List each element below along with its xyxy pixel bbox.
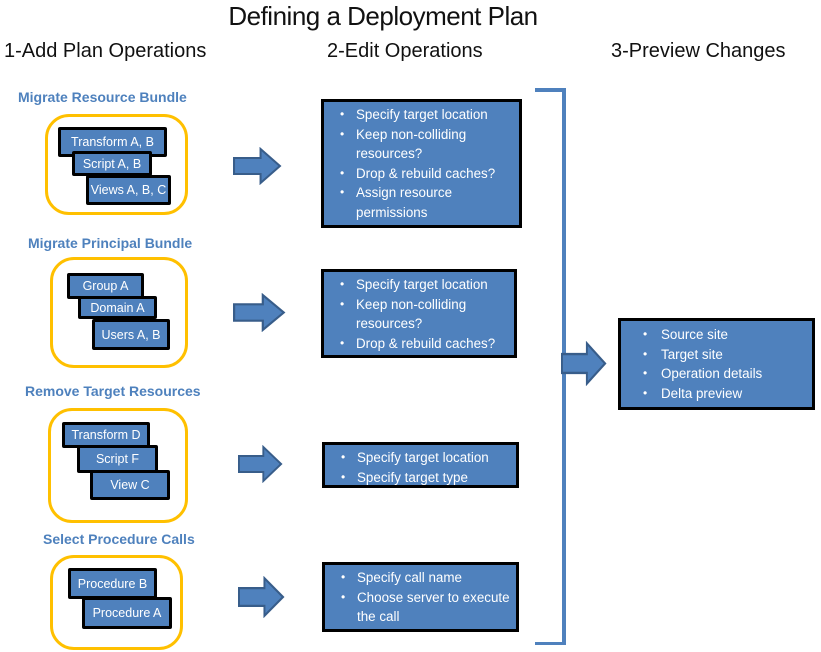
preview-bullet: Source site (639, 325, 810, 345)
edit-operations-box: Specify target locationSpecify target ty… (322, 442, 519, 488)
edit-bullet: Specify call name (337, 568, 514, 588)
preview-arrow-slot (561, 341, 607, 386)
edit-bullet-list: Specify target locationSpecify target ty… (325, 445, 516, 487)
edit-bullet: Assign resource permissions (336, 183, 517, 222)
stack-item: Users A, B (92, 319, 170, 350)
group-heading: Migrate Resource Bundle (18, 89, 187, 105)
column-header-preview-changes: 3-Preview Changes (611, 40, 786, 62)
stack-item: Procedure B (68, 568, 157, 599)
edit-bullet-list: Specify call nameChoose server to execut… (325, 565, 516, 627)
right-arrow-icon (561, 341, 607, 386)
preview-bullet: Delta preview (639, 384, 810, 404)
edit-bullet-list: Specify target locationKeep non-collidin… (324, 102, 519, 222)
stack-item: View C (90, 470, 170, 500)
flow-arrow (233, 147, 282, 185)
edit-operations-box: Specify call nameChoose server to execut… (322, 562, 519, 632)
flow-arrow (233, 293, 286, 332)
flow-arrow (238, 576, 285, 618)
right-arrow-icon (238, 576, 285, 618)
stack-item: Domain A (78, 296, 157, 319)
right-arrow-icon (238, 445, 283, 483)
stack-item: Views A, B, C (86, 175, 171, 205)
edit-bullet: Drop & rebuild caches? (336, 164, 517, 184)
group-heading: Remove Target Resources (25, 383, 201, 399)
collector-bracket-top-arm (535, 88, 565, 92)
edit-operations-box: Specify target locationKeep non-collidin… (321, 269, 517, 358)
edit-operations-box: Specify target locationKeep non-collidin… (321, 99, 522, 228)
stack-item: Script F (77, 445, 158, 473)
edit-bullet: Keep non-colliding resources? (336, 125, 517, 164)
stack-item: Procedure A (82, 597, 172, 629)
stack-item: Script A, B (72, 151, 152, 176)
right-arrow-icon (233, 293, 286, 332)
right-arrow-icon (233, 147, 282, 185)
edit-bullet: Specify target type (337, 468, 514, 488)
edit-bullet: Specify target location (336, 105, 517, 125)
preview-changes-box: Source siteTarget siteOperation detailsD… (618, 318, 815, 410)
edit-bullet: Choose server to execute the call (337, 588, 514, 627)
edit-bullet-list: Specify target locationKeep non-collidin… (324, 272, 514, 353)
group-heading: Migrate Principal Bundle (28, 235, 193, 251)
edit-bullet: Specify target location (337, 448, 514, 468)
group-heading: Select Procedure Calls (43, 531, 195, 547)
preview-bullet-list: Source siteTarget siteOperation detailsD… (621, 321, 812, 403)
flow-arrow (238, 445, 283, 483)
preview-bullet: Target site (639, 345, 810, 365)
preview-bullet: Operation details (639, 364, 810, 384)
edit-bullet: Specify target location (336, 275, 512, 295)
collector-bracket-bottom-arm (535, 641, 565, 645)
column-header-add-plan-operations: 1-Add Plan Operations (4, 40, 207, 62)
edit-bullet: Keep non-colliding resources? (336, 295, 512, 334)
column-header-edit-operations: 2-Edit Operations (327, 40, 483, 62)
diagram-title: Defining a Deployment Plan (228, 1, 538, 31)
edit-bullet: Drop & rebuild caches? (336, 334, 512, 354)
